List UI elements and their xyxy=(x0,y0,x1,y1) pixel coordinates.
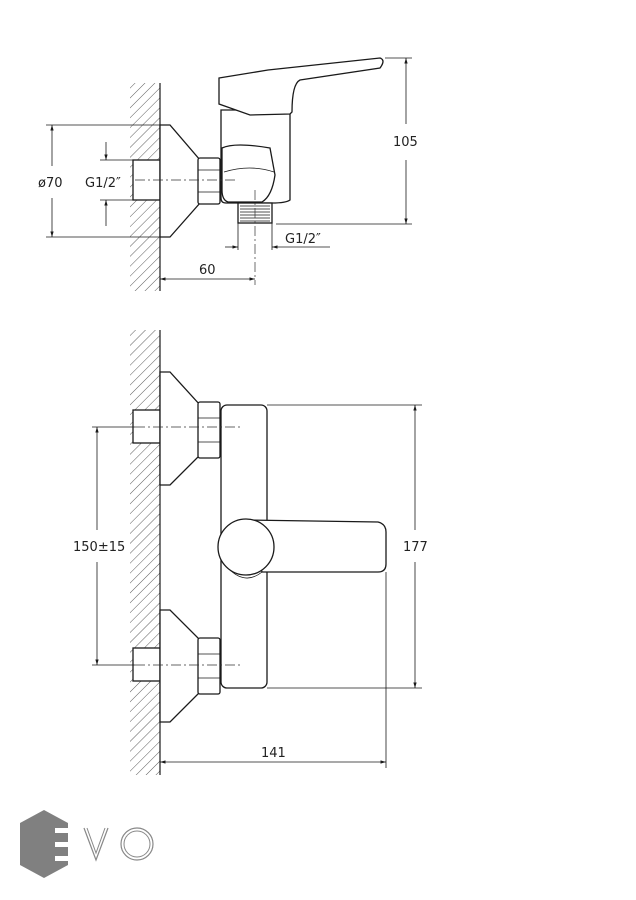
dim-height-label: 105 xyxy=(393,135,418,150)
lever-handle xyxy=(217,518,387,579)
wall-flange xyxy=(159,124,201,238)
dim-depth-label: 60 xyxy=(199,263,216,278)
diverter-bulge xyxy=(221,144,276,203)
dim-outlet-thread-label: G1/2″ xyxy=(285,232,321,247)
evo-logo xyxy=(20,810,154,878)
dim-body-height-label: 177 xyxy=(403,540,428,555)
wall-hatch xyxy=(130,330,160,775)
upper-inlet xyxy=(132,371,221,486)
lower-inlet xyxy=(132,609,221,723)
side-view: 105 ø70 G1/2″ G1/2″ 60 xyxy=(38,57,418,291)
dim-center-distance-label: 150±15 xyxy=(73,540,125,555)
dim-inlet-thread-label: G1/2″ xyxy=(85,176,121,191)
hex-nut xyxy=(197,157,221,205)
dim-width-label: 141 xyxy=(261,746,286,761)
lever-handle xyxy=(218,57,384,116)
front-view: 177 150±15 141 xyxy=(73,330,428,775)
dim-flange-diameter-label: ø70 xyxy=(38,176,63,191)
